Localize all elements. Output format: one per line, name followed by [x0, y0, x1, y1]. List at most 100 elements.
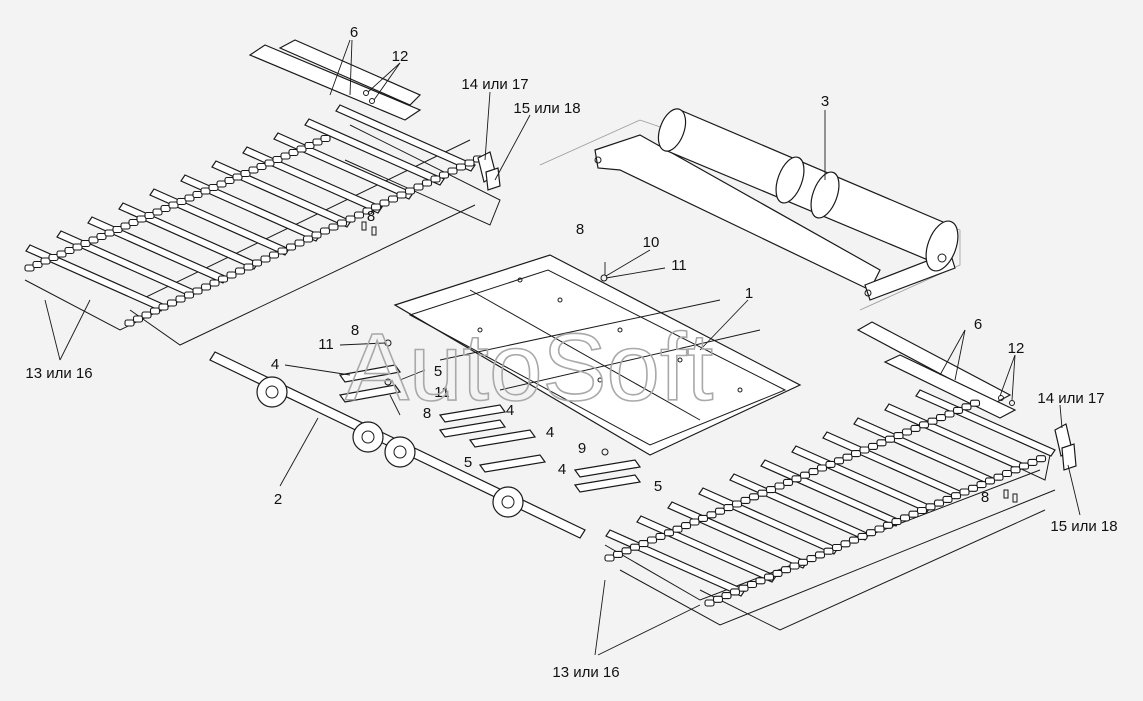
callouts: 6 12 14 или 17 15 или 18 3 8 8 10 11 1 8…	[25, 24, 1117, 681]
chain-link	[260, 255, 271, 263]
chain-link	[927, 417, 938, 425]
wear-strips	[338, 274, 642, 493]
chain-slat	[25, 244, 166, 312]
chain-link	[910, 424, 921, 432]
chain-link	[882, 521, 894, 529]
chain-link	[791, 475, 802, 483]
chain-link	[176, 197, 187, 206]
callout-13-16-left: 13 или 16	[25, 365, 92, 382]
chain-link	[216, 180, 227, 188]
callout-5-strip-b: 5	[654, 478, 662, 495]
callout-12-right: 12	[1008, 340, 1025, 357]
callout-10: 10	[643, 234, 660, 251]
callout-13-16-right: 13 или 16	[552, 664, 619, 681]
chain-link	[336, 219, 348, 227]
chain-link	[831, 543, 843, 552]
chain-link	[612, 550, 624, 558]
callout-2: 2	[274, 491, 282, 508]
chain-slat	[242, 146, 383, 214]
callout-11-left-upper: 11	[318, 336, 334, 353]
chain-link	[857, 532, 868, 540]
chain-link	[124, 319, 135, 327]
chain-link	[638, 540, 649, 548]
chain-link	[774, 482, 785, 490]
chain-link	[984, 477, 996, 485]
callout-6-left: 6	[350, 24, 358, 41]
chain-link	[1010, 466, 1021, 474]
chain-link	[867, 442, 879, 450]
chain-link	[969, 399, 981, 407]
chain-link	[464, 159, 475, 167]
chain-link	[706, 511, 717, 519]
chain-link	[302, 235, 314, 243]
chain-link	[814, 551, 826, 559]
chain-slat	[636, 515, 777, 583]
chain-link	[908, 510, 919, 518]
chain-link	[120, 222, 131, 230]
chain-slat	[791, 445, 932, 513]
watermark: AutoSoft	[345, 314, 713, 421]
chain-link	[404, 187, 416, 195]
chain-link	[158, 303, 169, 311]
chain-slat	[760, 459, 901, 527]
chain-link	[209, 279, 220, 287]
chain-link	[455, 163, 467, 171]
chain-link	[183, 291, 195, 299]
chain-link	[806, 555, 817, 563]
chain-slat	[56, 230, 197, 298]
chain-link	[24, 264, 35, 272]
chain-link	[40, 257, 51, 265]
chain-link	[232, 173, 243, 181]
chain-link	[689, 518, 700, 526]
chain-link	[712, 595, 724, 603]
chain-link	[304, 141, 315, 150]
chain-link	[663, 529, 675, 537]
chain-link	[200, 283, 212, 291]
chain-link	[721, 592, 732, 600]
chain-link	[396, 191, 407, 199]
chain-link	[192, 287, 203, 295]
chain-link	[755, 577, 766, 585]
hardware	[361, 90, 1077, 503]
chain-slat	[698, 487, 839, 555]
chain-link	[772, 569, 783, 577]
chain-link	[319, 227, 331, 235]
chain-link	[848, 536, 860, 544]
chain-link	[959, 488, 970, 496]
callout-6-right: 6	[974, 316, 982, 333]
chain-slat	[335, 104, 476, 172]
sprocket-2	[352, 421, 384, 453]
chain-link	[251, 259, 263, 267]
chain-slat	[180, 174, 321, 242]
chain-link	[104, 229, 115, 237]
chain-link	[141, 311, 152, 319]
chain-link	[64, 246, 75, 255]
chain-link	[88, 236, 99, 244]
chain-link	[32, 260, 43, 269]
chain-slat	[149, 188, 290, 256]
chain-link	[1001, 469, 1013, 478]
chain-link	[208, 183, 219, 192]
chain-link	[799, 471, 811, 479]
chain-link	[961, 403, 972, 411]
chain-link	[285, 243, 297, 251]
chain-link	[842, 453, 853, 461]
chain-link	[859, 446, 870, 454]
left-conveyor	[24, 39, 501, 346]
chain-link	[430, 175, 441, 183]
drive-roller	[539, 108, 961, 311]
chain-link	[621, 547, 632, 555]
callout-5-strip-a: 5	[464, 454, 472, 471]
chain-slat	[87, 216, 228, 284]
chain-link	[967, 484, 979, 492]
chain-link	[438, 171, 450, 179]
chain-link	[166, 299, 178, 307]
callout-8-upper-left: 8	[367, 208, 375, 225]
chain-link	[296, 145, 307, 153]
chain-link	[272, 155, 283, 164]
chain-link	[918, 421, 930, 429]
floor-plate	[393, 254, 802, 456]
chain-link	[234, 267, 246, 275]
chain-link	[763, 573, 775, 581]
chain-link	[782, 478, 794, 486]
